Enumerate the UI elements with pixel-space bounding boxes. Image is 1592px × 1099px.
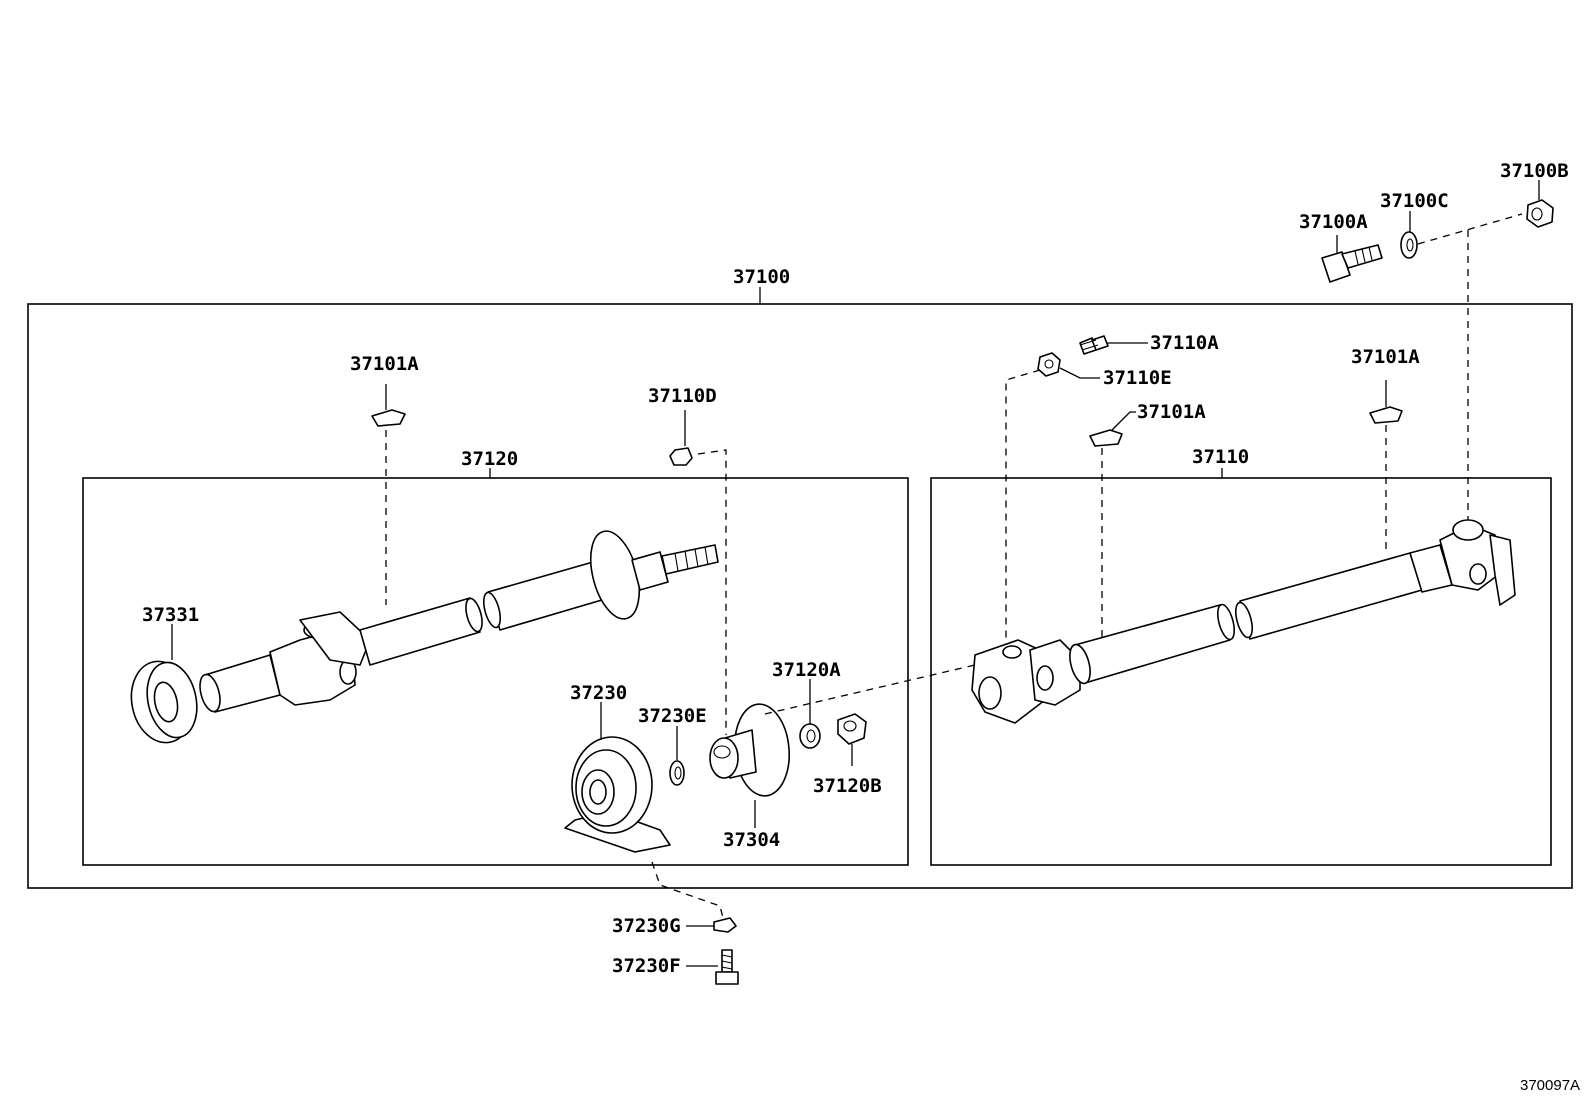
label-37230e: 37230E bbox=[638, 705, 707, 727]
front-propeller-shaft bbox=[199, 530, 719, 713]
label-37110a: 37110A bbox=[1150, 332, 1219, 354]
balance-weight-37101a-middle bbox=[1089, 429, 1123, 447]
label-37110d: 37110D bbox=[648, 385, 717, 407]
dust-cover-37331 bbox=[130, 660, 198, 744]
washer-37100c bbox=[1400, 231, 1418, 259]
label-37101a-left: 37101A bbox=[350, 353, 419, 375]
balance-weight-37101a-right bbox=[1369, 406, 1403, 424]
label-37110: 37110 bbox=[1192, 446, 1249, 468]
washer-37230g bbox=[713, 917, 737, 933]
label-37110e: 37110E bbox=[1103, 367, 1172, 389]
rear-propeller-shaft bbox=[971, 519, 1516, 724]
assembly-37110-box bbox=[930, 477, 1552, 866]
label-37230g: 37230G bbox=[612, 915, 681, 937]
balance-weight-37101a-left bbox=[371, 409, 406, 427]
label-37304: 37304 bbox=[723, 829, 780, 851]
washer-37230e bbox=[669, 760, 685, 786]
nut-37120b bbox=[837, 713, 867, 745]
label-37230: 37230 bbox=[570, 682, 627, 704]
assembly-37120-box bbox=[82, 477, 909, 866]
nut-37100b bbox=[1526, 199, 1554, 228]
bolt-37110a bbox=[1079, 335, 1109, 355]
label-37120: 37120 bbox=[461, 448, 518, 470]
assembly-37100-box bbox=[27, 303, 1573, 889]
bolt-37230f bbox=[715, 949, 739, 985]
diagram-id: 370097A bbox=[1520, 1077, 1580, 1094]
flange-37304 bbox=[709, 703, 790, 797]
label-37230f: 37230F bbox=[612, 955, 681, 977]
label-37120b: 37120B bbox=[813, 775, 882, 797]
label-37101a-right: 37101A bbox=[1351, 346, 1420, 368]
label-37100b: 37100B bbox=[1500, 160, 1569, 182]
label-37331: 37331 bbox=[142, 604, 199, 626]
label-37120a: 37120A bbox=[772, 659, 841, 681]
nut-37110d bbox=[669, 447, 693, 466]
nut-37110e bbox=[1037, 352, 1061, 377]
label-37100: 37100 bbox=[733, 266, 790, 288]
washer-37120a bbox=[799, 723, 821, 749]
label-37100a: 37100A bbox=[1299, 211, 1368, 233]
label-37101a-middle: 37101A bbox=[1137, 401, 1206, 423]
center-bearing-37230 bbox=[564, 736, 671, 853]
label-37100c: 37100C bbox=[1380, 190, 1449, 212]
bolt-37100a bbox=[1321, 244, 1383, 283]
